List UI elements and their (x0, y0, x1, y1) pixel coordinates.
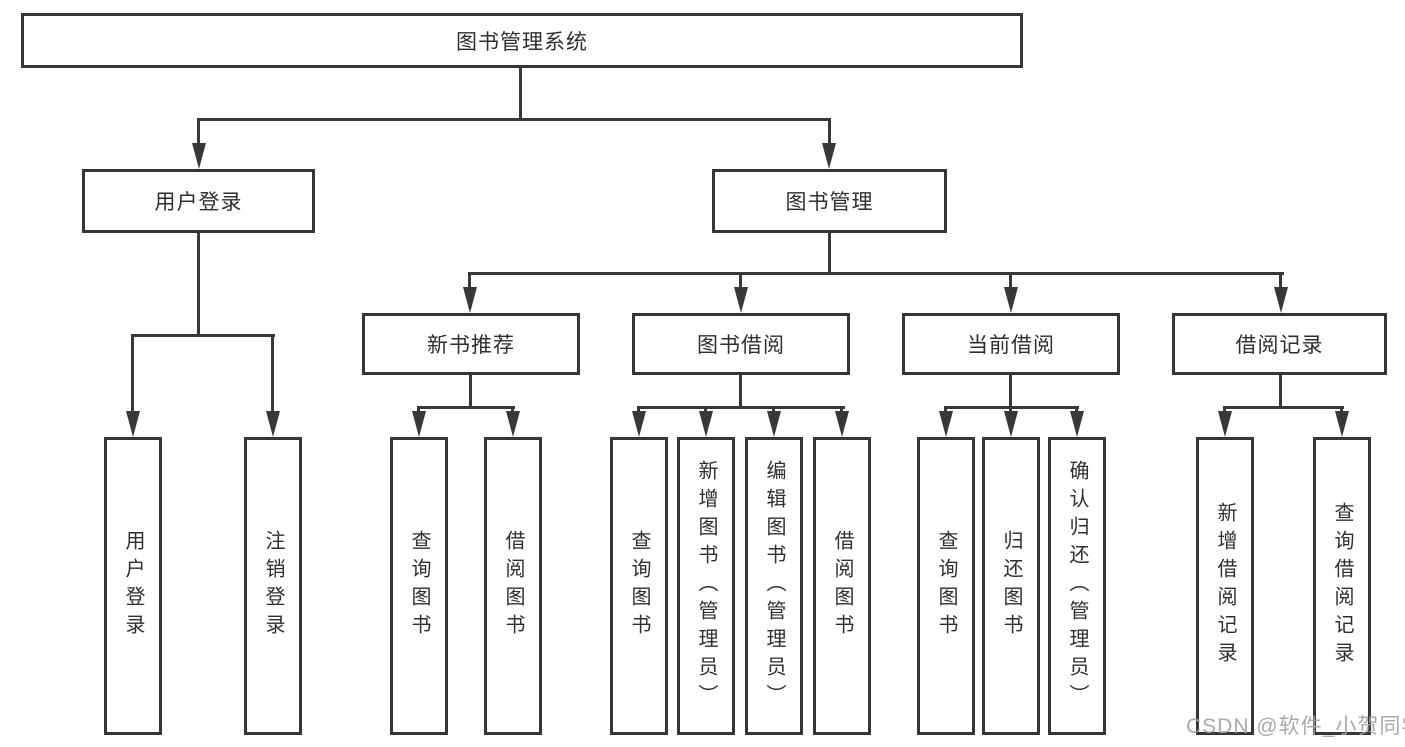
connector-drop-leaf-logout (271, 334, 274, 414)
connector-drop-user-login (197, 118, 200, 150)
node-book-borrow: 图书借阅 (632, 313, 850, 375)
connector-drop (772, 406, 775, 414)
node-borrow-record: 借阅记录 (1172, 313, 1387, 375)
arrow-down-icon (192, 143, 206, 169)
arrow-down-icon (1004, 287, 1018, 313)
leaf-borrow-book-recommend: 借阅图书 (484, 437, 542, 735)
connector-book-management-trunk (828, 231, 831, 275)
leaf-edit-book-admin: 编辑图书（管理员） (745, 437, 803, 735)
leaf-logout: 注销登录 (244, 437, 302, 735)
connector-drop (637, 406, 640, 414)
connector-borrow-record-trunk (1279, 373, 1282, 408)
arrow-down-icon (767, 411, 781, 437)
connector-drop-book-management (828, 118, 831, 150)
arrow-down-icon (266, 411, 280, 437)
leaf-query-book-recommend: 查询图书 (390, 437, 448, 735)
leaf-confirm-return-admin: 确认归还（管理员） (1048, 437, 1106, 735)
connector-drop-new-book (468, 272, 471, 294)
leaf-query-book-borrow: 查询图书 (610, 437, 668, 735)
arrow-down-icon (1218, 411, 1232, 437)
node-new-book-recommend: 新书推荐 (362, 313, 580, 375)
leaf-query-borrow-record: 查询借阅记录 (1313, 437, 1371, 735)
arrow-down-icon (699, 411, 713, 437)
connector-current-borrow-trunk (1009, 373, 1012, 408)
node-user-login: 用户登录 (82, 169, 315, 233)
leaf-add-book-admin: 新增图书（管理员） (677, 437, 735, 735)
arrow-down-icon (1004, 411, 1018, 437)
connector-drop (704, 406, 707, 414)
connector-drop-book-borrow (739, 272, 742, 294)
connector-drop (1223, 406, 1226, 414)
connector-user-login-trunk (197, 231, 200, 337)
connector-borrow-record-rail (1223, 406, 1344, 409)
connector-level3-rail (468, 272, 1284, 275)
arrow-down-icon (1274, 287, 1288, 313)
connector-book-borrow-trunk (739, 373, 742, 408)
connector-drop-leaf-user-login (131, 334, 134, 414)
arrow-down-icon (822, 143, 836, 169)
connector-new-book-trunk (469, 373, 472, 408)
leaf-query-book-current: 查询图书 (917, 437, 975, 735)
connector-level2-rail (197, 118, 831, 121)
arrow-down-icon (463, 287, 477, 313)
leaf-return-book: 归还图书 (982, 437, 1040, 735)
arrow-down-icon (835, 411, 849, 437)
arrow-down-icon (632, 411, 646, 437)
arrow-down-icon (412, 411, 426, 437)
connector-book-borrow-rail (637, 406, 845, 409)
connector-drop (511, 406, 514, 414)
connector-root-trunk (519, 66, 522, 120)
connector-drop (1009, 406, 1012, 414)
connector-drop (944, 406, 947, 414)
connector-new-book-rail (417, 406, 515, 409)
node-book-management: 图书管理 (712, 169, 947, 233)
arrow-down-icon (734, 287, 748, 313)
leaf-add-borrow-record: 新增借阅记录 (1196, 437, 1254, 735)
arrow-down-icon (939, 411, 953, 437)
connector-drop (417, 406, 420, 414)
connector-drop-current-borrow (1009, 272, 1012, 294)
connector-drop (1075, 406, 1078, 414)
connector-drop (1340, 406, 1343, 414)
connector-user-login-rail (131, 334, 275, 337)
arrow-down-icon (126, 411, 140, 437)
arrow-down-icon (506, 411, 520, 437)
connector-drop-borrow-record (1279, 272, 1282, 294)
arrow-down-icon (1070, 411, 1084, 437)
leaf-borrow-book: 借阅图书 (813, 437, 871, 735)
node-current-borrow: 当前借阅 (902, 313, 1120, 375)
node-library-management-system: 图书管理系统 (21, 13, 1023, 68)
connector-drop (840, 406, 843, 414)
leaf-user-login: 用户登录 (104, 437, 162, 735)
arrow-down-icon (1335, 411, 1349, 437)
